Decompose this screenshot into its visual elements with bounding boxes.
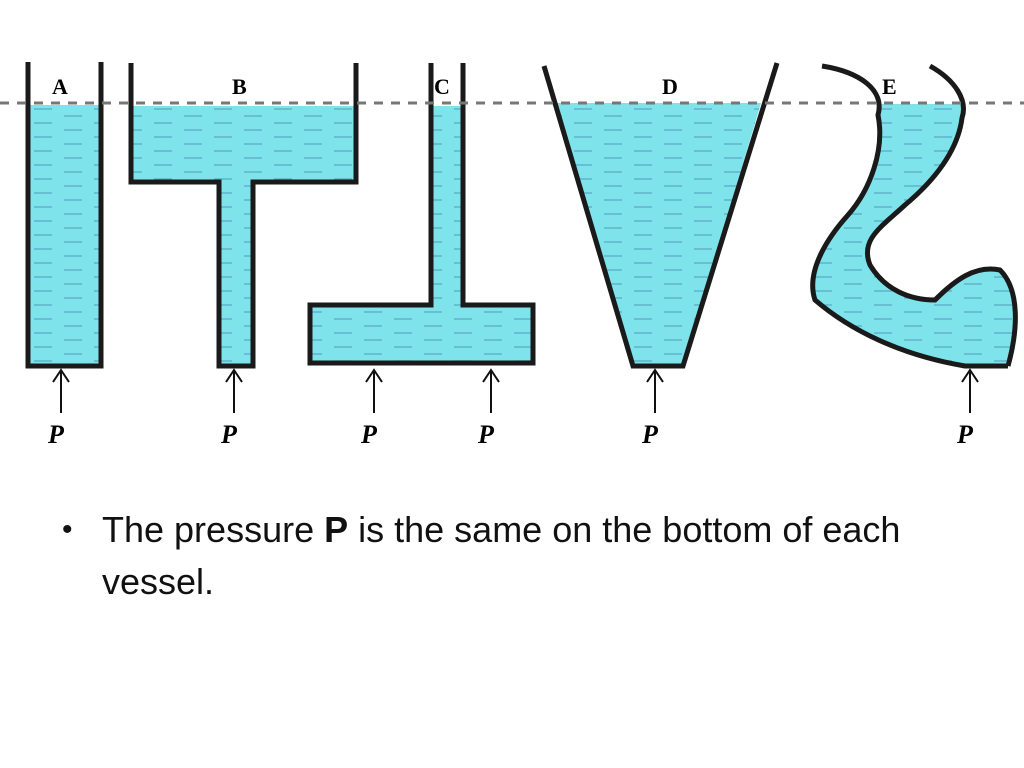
- bullet-text-before: The pressure: [102, 509, 325, 550]
- vessel-c-water: [310, 106, 533, 363]
- vessel-d-label: D: [662, 74, 678, 99]
- pressure-label-c-left: P: [360, 420, 378, 449]
- vessel-a-label: A: [52, 74, 68, 99]
- vessel-d: D: [541, 62, 780, 369]
- vessel-c-label: C: [434, 74, 450, 99]
- vessel-b-wall: [128, 63, 359, 369]
- pressure-label-b: P: [220, 420, 238, 449]
- vessel-a: A: [25, 62, 104, 369]
- bullet-text: The pressure P is the same on the bottom…: [102, 504, 962, 608]
- pressure-label-d: P: [641, 420, 659, 449]
- pressure-arrow-d: [646, 368, 664, 413]
- bullet-bold-p: P: [324, 509, 349, 550]
- vessel-b-label: B: [232, 74, 247, 99]
- pressure-label-a: P: [47, 420, 65, 449]
- vessel-b: B: [128, 63, 359, 369]
- vessel-b-water: [131, 106, 356, 366]
- vessel-a-water: [28, 105, 101, 366]
- vessel-c-wall: [307, 63, 536, 366]
- bullet-text-after: is the same on the bottom of each vessel…: [102, 509, 901, 602]
- vessel-d-water: [557, 103, 761, 366]
- vessel-a-wall: [25, 62, 104, 369]
- vessel-e: E: [810, 63, 1018, 369]
- pressure-arrow-a: [52, 368, 70, 413]
- pressure-arrows: [52, 368, 979, 413]
- pressure-label-e: P: [956, 420, 974, 449]
- pressure-arrow-c-right: [482, 368, 500, 413]
- vessel-e-outer-wall: [810, 63, 1008, 369]
- bullet-marker: •: [62, 513, 73, 546]
- pressure-arrow-c-left: [365, 368, 383, 413]
- pressure-arrow-b: [225, 368, 243, 413]
- vessels-diagram: A B C D E: [0, 62, 1024, 449]
- vessel-d-wall: [541, 62, 780, 369]
- vessel-c: C: [307, 63, 536, 366]
- vessel-e-water: [812, 104, 1016, 366]
- pressure-arrow-e: [961, 368, 979, 413]
- bullet-point: • The pressure P is the same on the bott…: [62, 504, 962, 608]
- pressure-label-c-right: P: [477, 420, 495, 449]
- vessel-e-inner-wall: [864, 63, 1018, 367]
- vessel-e-label: E: [882, 74, 897, 99]
